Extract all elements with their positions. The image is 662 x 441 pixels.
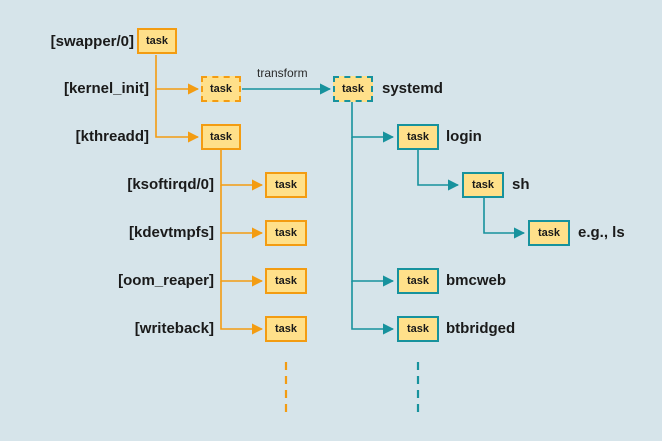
edge-swapper-kthreadd [155,89,200,143]
task-node-writeback: task [265,316,307,342]
edge-systemd-login [351,102,395,143]
task-node-systemd: task [333,76,373,102]
task-node-sh: task [462,172,504,198]
task-node-kdevtmpfs: task [265,220,307,246]
edge-sh-ls [483,198,526,239]
edge-kthreadd-oom-reaper [220,233,264,287]
label-writeback: [writeback] [134,320,214,337]
edge-login-sh [417,150,460,191]
label-oom-reaper: [oom_reaper] [118,272,214,289]
label-bmcweb: bmcweb [446,272,507,289]
edge-kthreadd-ksoftirqd [220,149,264,191]
task-node-ksoftirqd: task [265,172,307,198]
label-kdevtmpfs: [kdevtmpfs] [128,224,214,241]
task-node-ls: task [528,220,570,246]
task-node-oom-reaper: task [265,268,307,294]
task-node-swapper: task [137,28,177,54]
edge-kthreadd-kdevtmpfs [220,185,264,239]
task-node-btbridged: task [397,316,439,342]
task-node-kernel-init: task [201,76,241,102]
label-btbridged: btbridged [446,320,516,337]
label-ksoftirqd: [ksoftirqd/0] [127,176,214,193]
edge-swapper-kernel-init [155,55,200,95]
edge-systemd-bmcweb [351,137,395,287]
task-node-kthreadd: task [201,124,241,150]
transform-edge-label: transform [257,66,308,80]
edge-kthreadd-writeback [220,281,264,335]
task-node-bmcweb: task [397,268,439,294]
label-kthreadd: [kthreadd] [75,128,149,145]
task-node-login: task [397,124,439,150]
label-systemd: systemd [382,80,443,97]
edge-systemd-btbridged [351,281,395,335]
label-login: login [446,128,482,145]
label-swapper: [swapper/0] [50,33,134,50]
label-kernel-init: [kernel_init] [63,80,149,97]
label-sh: sh [512,176,530,193]
label-ls: e.g., ls [578,224,625,241]
